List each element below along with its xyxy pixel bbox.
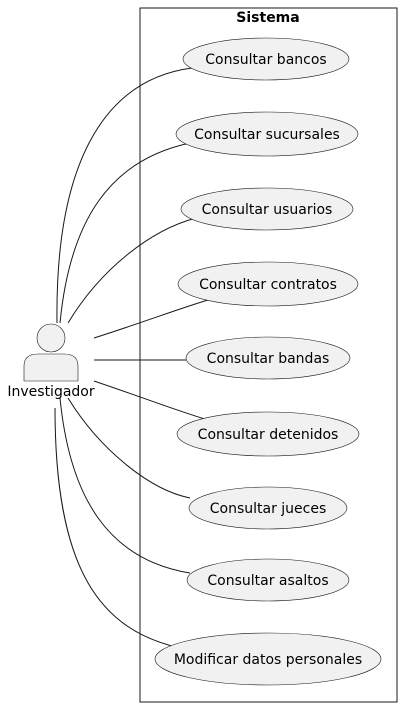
actor-name: Investigador (7, 384, 94, 400)
use-case-ellipse (177, 261, 359, 307)
use-case[interactable]: Consultar asaltos (186, 558, 350, 602)
association-line (93, 380, 209, 421)
use-case[interactable]: Consultar detenidos (176, 411, 360, 457)
use-case-ellipse (175, 111, 359, 157)
association-line (59, 142, 191, 324)
use-case-label: Consultar contratos (199, 277, 337, 293)
association-line (56, 67, 193, 324)
use-case-label: Consultar jueces (210, 501, 327, 517)
use-case-ellipse (154, 632, 382, 686)
use-case-ellipse (185, 336, 351, 380)
use-case-label: Modificar datos personales (174, 652, 362, 668)
association-lines (54, 67, 209, 649)
use-case[interactable]: Consultar usuarios (180, 187, 354, 231)
system-boundary (139, 7, 398, 703)
use-case[interactable]: Consultar bandas (185, 336, 351, 380)
actor-investigador[interactable]: Investigador (7, 323, 95, 400)
use-case[interactable]: Consultar contratos (177, 261, 359, 307)
use-case-label: Consultar bandas (207, 351, 330, 367)
use-case[interactable]: Consultar sucursales (175, 111, 359, 157)
association-line (54, 407, 181, 649)
use-case-label: Consultar asaltos (207, 573, 328, 589)
use-case[interactable]: Consultar jueces (188, 486, 348, 530)
association-line (67, 397, 191, 499)
system-title: Sistema (236, 10, 299, 26)
use-case-ellipse (176, 411, 360, 457)
use-case-ellipse (186, 558, 350, 602)
use-case-ellipse (180, 187, 354, 231)
use-case[interactable]: Consultar bancos (182, 37, 350, 81)
use-case-label: Consultar usuarios (202, 202, 333, 218)
use-case-ellipse (188, 486, 348, 530)
use-case-label: Consultar detenidos (198, 427, 339, 443)
actor-head-icon (36, 323, 66, 353)
association-line (59, 397, 191, 574)
association-line (93, 299, 209, 339)
use-case-label: Consultar bancos (205, 52, 326, 68)
actor-body-icon (23, 353, 79, 382)
association-line (67, 217, 197, 324)
use-case[interactable]: Modificar datos personales (154, 632, 382, 686)
use-case-label: Consultar sucursales (194, 127, 340, 143)
use-case-ellipse (182, 37, 350, 81)
